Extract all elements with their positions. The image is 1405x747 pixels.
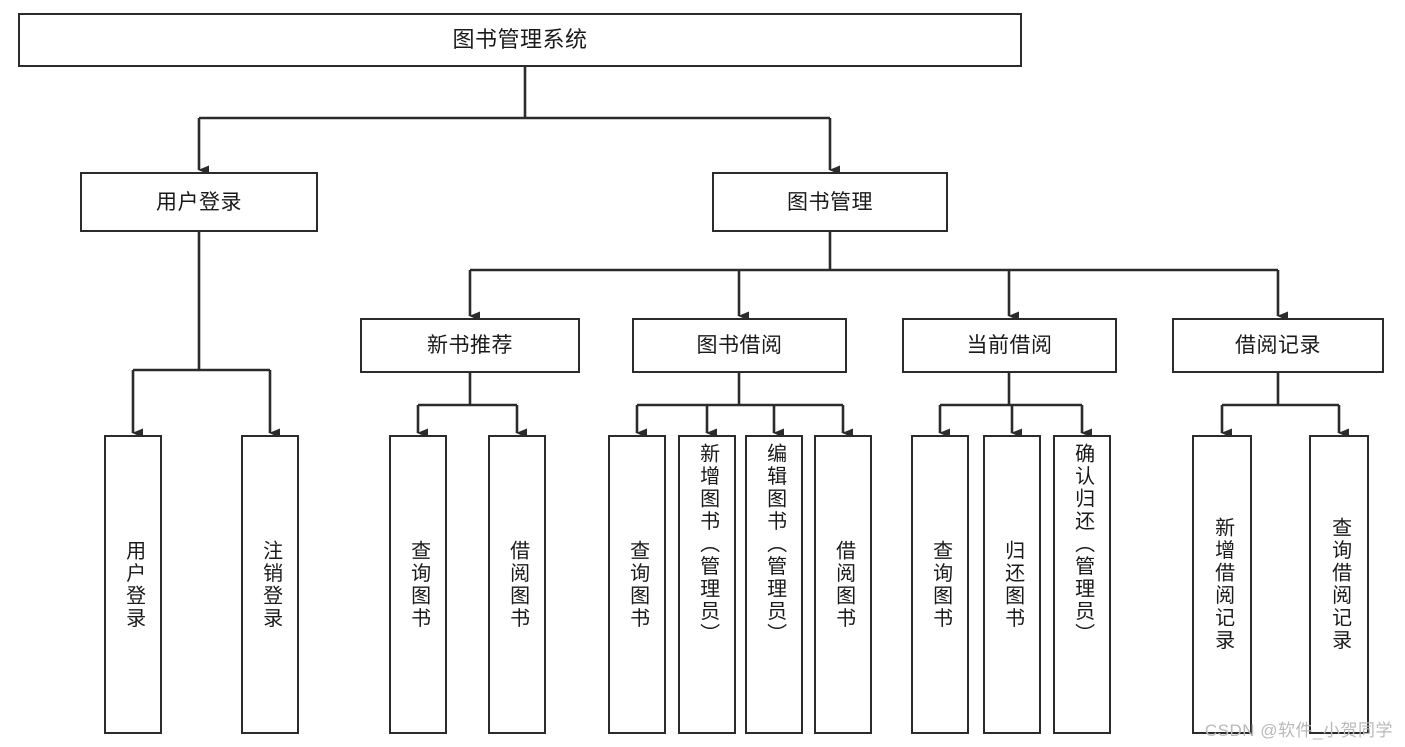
node-borrow-record[interactable]: 借阅记录 (1172, 318, 1384, 373)
node-label: 注销登录 (259, 539, 282, 630)
node-leaf-user-login[interactable]: 用户登录 (104, 435, 162, 734)
node-label: 查询图书 (626, 539, 649, 630)
node-leaf-logout[interactable]: 注销登录 (241, 435, 299, 734)
node-label: 查询图书 (929, 539, 952, 630)
node-leaf-query-book-borrow[interactable]: 查询图书 (608, 435, 666, 734)
node-label: 编辑图书（管理员） (763, 443, 786, 646)
node-label: 借阅图书 (832, 539, 855, 630)
node-leaf-add-book[interactable]: 新增图书（管理员） (678, 435, 736, 734)
node-label: 当前借阅 (966, 334, 1053, 357)
node-label: 用户登录 (122, 539, 145, 630)
node-label: 归还图书 (1001, 539, 1024, 630)
node-label: 借阅图书 (506, 539, 529, 630)
node-label: 用户登录 (156, 190, 242, 214)
node-label: 借阅记录 (1235, 334, 1321, 357)
node-leaf-query-borrow-record[interactable]: 查询借阅记录 (1309, 435, 1369, 734)
node-leaf-add-borrow-record[interactable]: 新增借阅记录 (1192, 435, 1252, 734)
node-label: 图书管理 (787, 190, 873, 214)
node-label: 新增借阅记录 (1211, 517, 1234, 652)
node-label: 确认归还（管理员） (1071, 443, 1094, 646)
node-current-borrow[interactable]: 当前借阅 (902, 318, 1117, 373)
node-book-management[interactable]: 图书管理 (712, 172, 948, 232)
node-leaf-query-book-current[interactable]: 查询图书 (911, 435, 969, 734)
node-leaf-confirm-return[interactable]: 确认归还（管理员） (1053, 435, 1111, 734)
node-leaf-return-book[interactable]: 归还图书 (983, 435, 1041, 734)
node-root-system[interactable]: 图书管理系统 (18, 13, 1022, 67)
node-user-login[interactable]: 用户登录 (80, 172, 318, 232)
node-label: 查询借阅记录 (1328, 517, 1351, 652)
node-label: 图书借阅 (696, 334, 783, 357)
watermark-text: CSDN @软件_小贺同学 (1204, 721, 1393, 740)
node-label: 新增图书（管理员） (696, 443, 719, 646)
node-leaf-query-book-recommend[interactable]: 查询图书 (389, 435, 447, 734)
node-new-book-recommend[interactable]: 新书推荐 (360, 318, 580, 373)
node-label: 图书管理系统 (452, 27, 588, 52)
node-leaf-borrow-book-recommend[interactable]: 借阅图书 (488, 435, 546, 734)
node-label: 查询图书 (407, 539, 430, 630)
node-label: 新书推荐 (427, 334, 513, 357)
node-leaf-edit-book[interactable]: 编辑图书（管理员） (745, 435, 803, 734)
node-book-borrow[interactable]: 图书借阅 (632, 318, 847, 373)
node-leaf-borrow-book[interactable]: 借阅图书 (814, 435, 872, 734)
